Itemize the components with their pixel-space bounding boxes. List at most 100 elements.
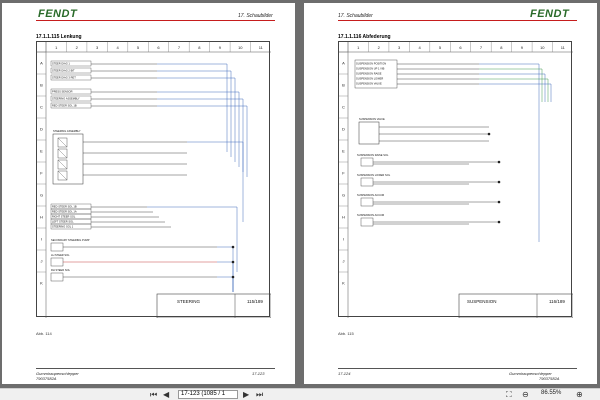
grid-col-label: 10 <box>238 45 243 50</box>
junction-dot <box>497 220 501 224</box>
viewer-toolbar: ⏮ ◀ 17-123 (1085 / 1 ▶ ⏭ ⛶ ⊖ 86.55% ⊕ <box>0 388 600 400</box>
component-label: SUSPENSION VALVE <box>356 82 382 86</box>
component-label: SUSPENSION RAISE SOL <box>357 153 389 157</box>
grid-row-label: C <box>342 105 345 110</box>
title-block <box>458 293 573 318</box>
component-symbol <box>360 217 374 227</box>
page-number-input[interactable]: 17-123 (1085 / 1 <box>178 390 238 399</box>
component-label: SECONDARY STEERING PUMP <box>51 238 90 242</box>
grid-col-label: 11 <box>561 45 566 50</box>
page-left: FENDT 17. Schaubilder 17.1.1.115 Lenkung… <box>2 3 295 384</box>
grid-row-label: H <box>40 215 43 220</box>
footer-model: Gummiraupenschlepper <box>36 371 79 376</box>
previous-page-icon[interactable]: ◀ <box>163 390 170 399</box>
valve-symbol <box>57 148 68 159</box>
document-viewer[interactable]: FENDT 17. Schaubilder 17.1.1.115 Lenkung… <box>0 0 600 388</box>
section-title: 17.1.1.115 Lenkung <box>36 34 82 40</box>
connector-box <box>50 88 92 95</box>
last-page-icon[interactable]: ⏭ <box>256 390 264 399</box>
valve-cross <box>57 148 68 159</box>
grid-col-label: 9 <box>219 45 222 50</box>
grid-row-label: B <box>40 83 43 88</box>
first-page-icon[interactable]: ⏮ <box>150 390 158 399</box>
valve-cross <box>57 170 68 181</box>
zoom-out-icon[interactable]: ⊖ <box>522 390 529 399</box>
connector-box <box>50 95 92 102</box>
grid-col-label: 7 <box>480 45 483 50</box>
signal-wire-blue <box>157 105 248 177</box>
grid-col-label: 1 <box>357 45 360 50</box>
signal-wire-blue <box>217 246 234 292</box>
component-symbol <box>360 197 374 207</box>
component-label: STEER DIAG 1 <box>52 62 70 66</box>
footer-model: Gummiraupenschlepper <box>509 371 552 376</box>
grid-col-label: 5 <box>439 45 442 50</box>
zoom-level[interactable]: 86.55% <box>541 390 562 396</box>
component-label: SUSPENSION ACCUM <box>357 213 384 217</box>
valve-cross <box>57 159 68 170</box>
signal-wire-blue <box>157 63 228 152</box>
grid-col-label: 4 <box>418 45 421 50</box>
figure-caption: Abb. 114 <box>36 331 52 336</box>
footer-rule <box>36 368 275 369</box>
component-label: STEERING ASSEMBLY <box>53 129 81 133</box>
chapter-title: 17. Schaubilder <box>338 13 373 19</box>
component-symbol <box>50 257 64 267</box>
grid-row-label: E <box>40 149 43 154</box>
next-page-icon[interactable]: ▶ <box>243 390 250 399</box>
component-label: SUSPENSION ACCUM <box>357 193 384 197</box>
grid-row-label: D <box>342 127 345 132</box>
signal-wire-blue <box>479 78 549 102</box>
grid-col-label: 3 <box>96 45 99 50</box>
grid-row-label: J <box>41 259 43 264</box>
grid-col-label: 4 <box>116 45 119 50</box>
grid-col-label: 6 <box>459 45 462 50</box>
component-label: RED STEER SOL 1B <box>52 205 77 209</box>
zoom-in-icon[interactable]: ⊕ <box>576 390 583 399</box>
grid-row-label: G <box>40 193 43 198</box>
signal-wire-blue <box>157 91 240 167</box>
signal-wire-blue <box>147 206 238 272</box>
grid-row-label: G <box>342 193 345 198</box>
junction-dot <box>231 275 235 279</box>
signal-wire-blue <box>157 98 244 172</box>
section-title: 17.1.1.116 Abfederung <box>338 34 391 40</box>
figure-caption: Abb. 115 <box>338 331 354 336</box>
footer-page-number: 17-124 <box>338 371 351 376</box>
title-block <box>156 293 271 318</box>
signal-wire-blue <box>187 141 244 222</box>
title-block-name: SUSPENSION <box>467 299 497 304</box>
footer-rule <box>338 368 577 369</box>
signal-wire-blue <box>479 83 552 102</box>
junction-dot <box>231 245 235 249</box>
steering-valve-block <box>52 133 84 185</box>
grid-row-label: I <box>41 237 42 242</box>
grid-col-label: 7 <box>178 45 181 50</box>
grid-col-label: 6 <box>157 45 160 50</box>
valve-symbol <box>57 137 68 148</box>
signal-wire-blue <box>479 63 540 102</box>
grid-row-label: K <box>342 281 345 286</box>
signal-wire-blue <box>157 70 232 157</box>
component-label: LEFT STEER SOL <box>52 220 74 224</box>
grid-row-label: B <box>342 83 345 88</box>
grid-col-label: 9 <box>521 45 524 50</box>
header-rule <box>36 20 275 21</box>
junction-dot <box>497 200 501 204</box>
page-right: 17. Schaubilder FENDT 17.1.1.116 Abfeder… <box>304 3 597 384</box>
fendt-logo: FENDT <box>530 8 570 20</box>
grid-col-label: 3 <box>398 45 401 50</box>
grid-row-label: F <box>40 171 43 176</box>
grid-row-label: I <box>343 237 344 242</box>
title-block-name: STEERING <box>177 299 201 304</box>
grid-row-label: K <box>40 281 43 286</box>
fit-page-icon[interactable]: ⛶ <box>506 390 512 399</box>
title-block-sheet: 116/189 <box>549 299 565 304</box>
component-label: SUSPENSION POSITION <box>356 62 386 66</box>
fendt-logo: FENDT <box>38 8 78 20</box>
connector-box <box>50 67 92 74</box>
